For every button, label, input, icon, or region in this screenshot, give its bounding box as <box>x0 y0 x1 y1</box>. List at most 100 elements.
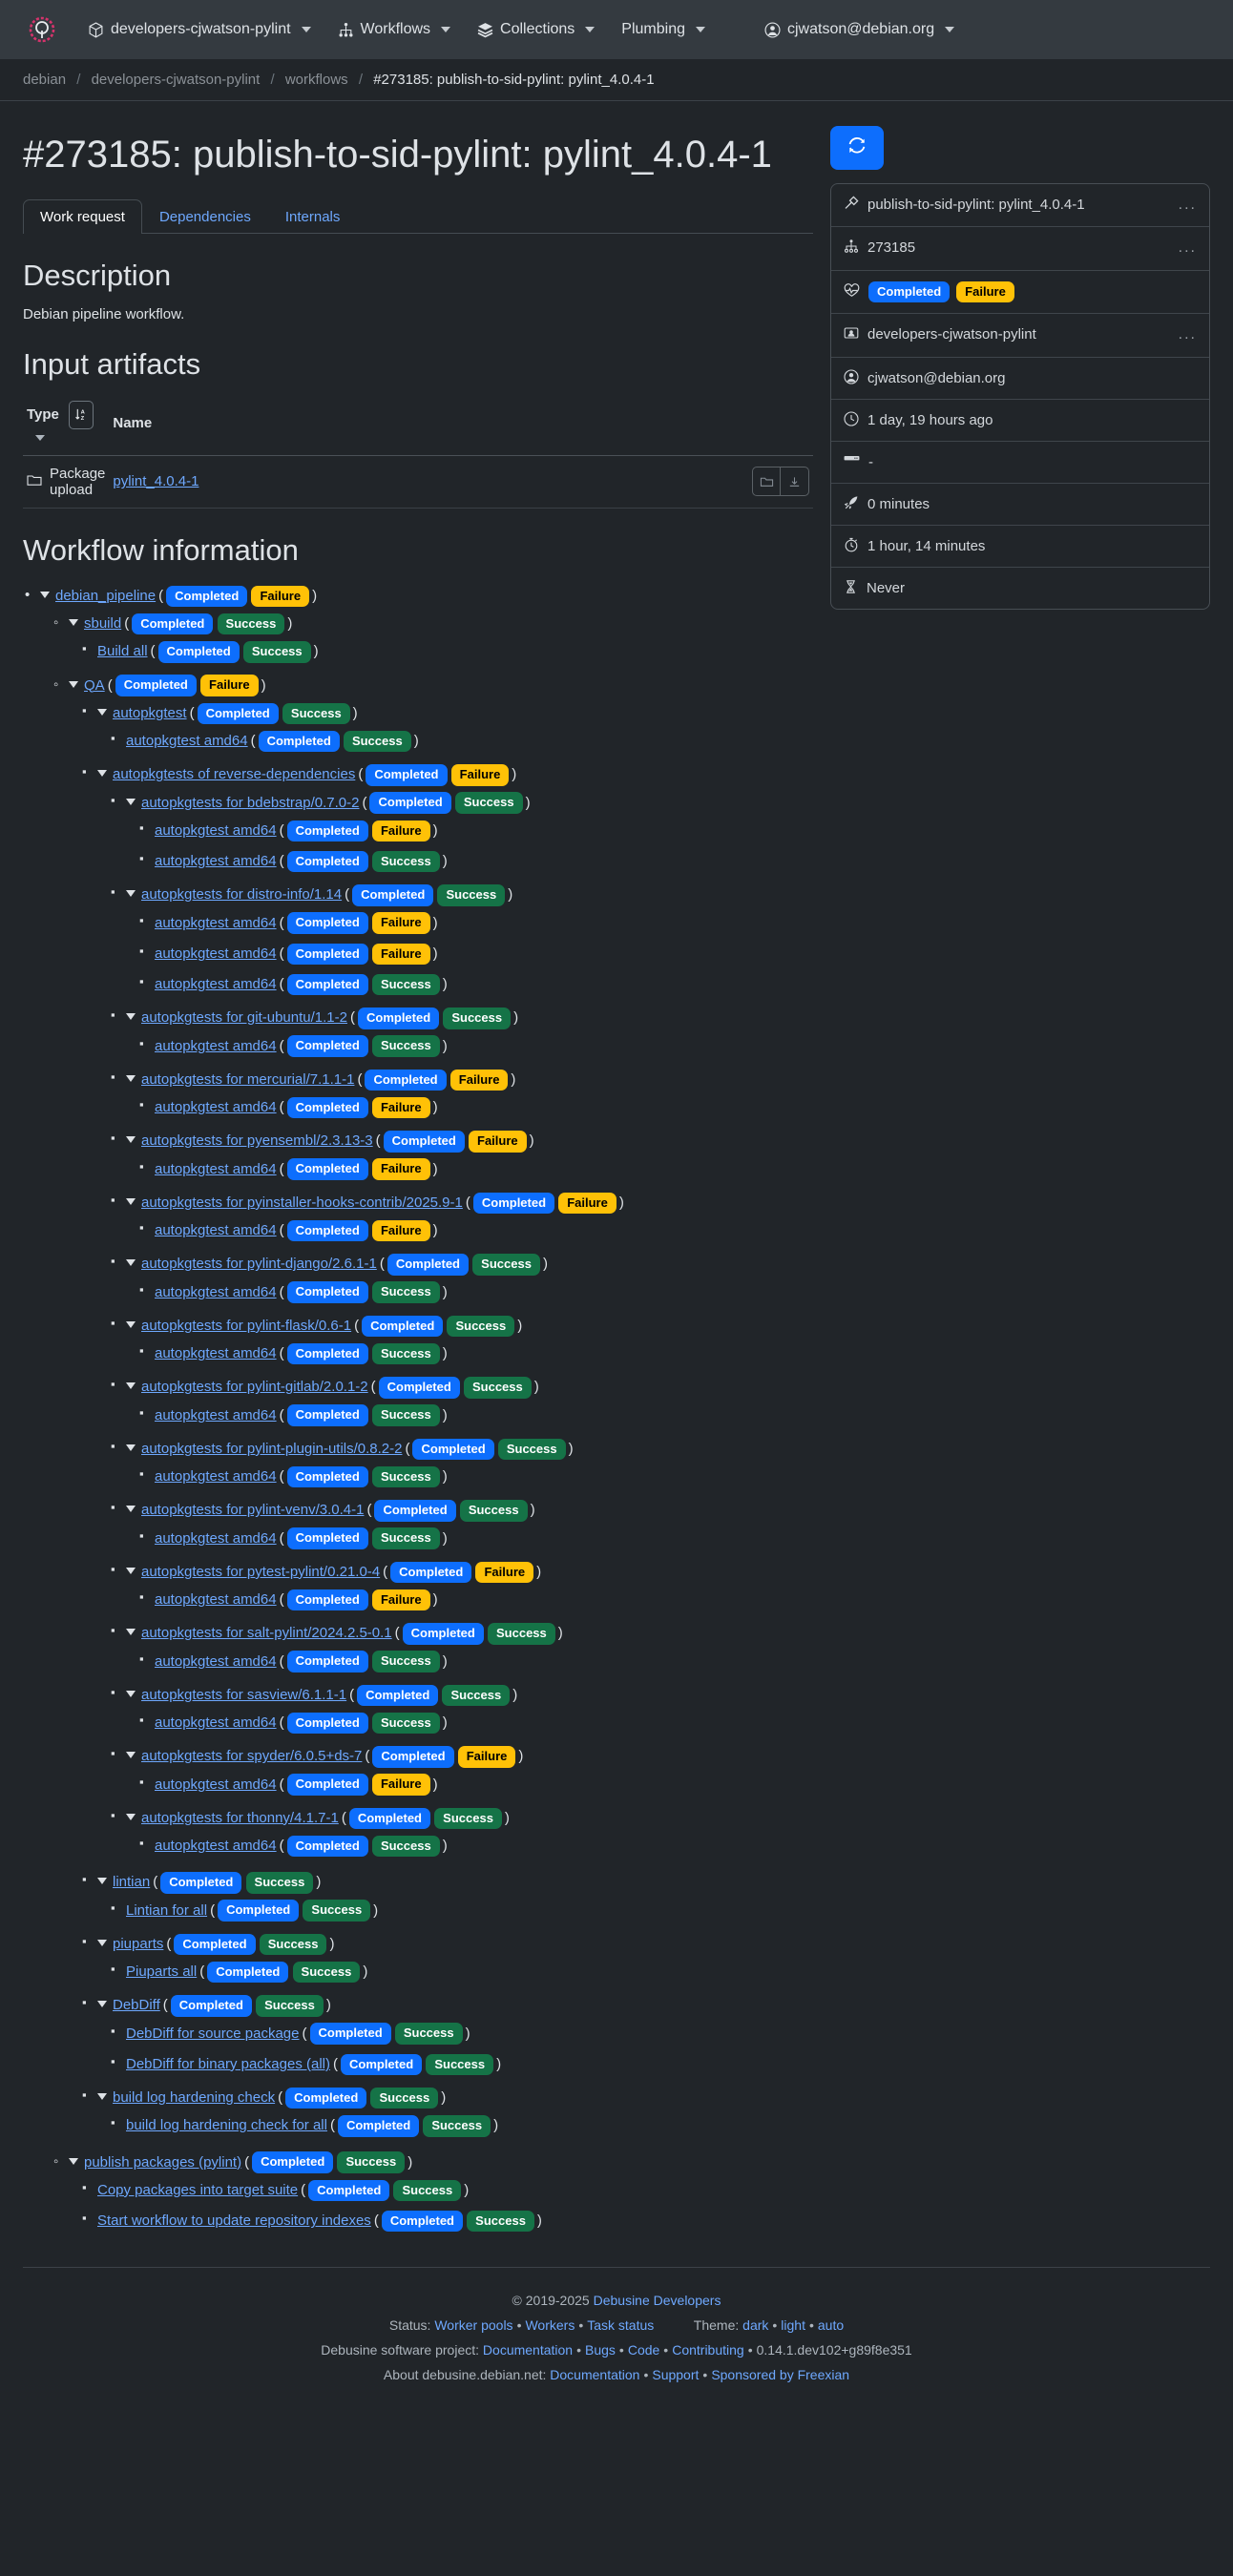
caret-down-icon[interactable] <box>97 2001 107 2008</box>
caret-down-icon[interactable] <box>69 680 78 688</box>
tree-node-link[interactable]: autopkgtest amd64 <box>155 1222 277 1239</box>
tree-node-link[interactable]: Start workflow to update repository inde… <box>97 2212 371 2230</box>
caret-down-icon[interactable] <box>40 591 50 598</box>
footer-project-bugs[interactable]: Bugs <box>585 2342 616 2358</box>
tree-node-link[interactable]: piuparts <box>113 1935 164 1952</box>
breadcrumb-item-0[interactable]: debian <box>23 72 67 88</box>
nav-item-workspace[interactable]: developers-cjwatson-pylint <box>74 15 324 44</box>
tree-node-link[interactable]: debian_pipeline <box>55 587 157 604</box>
tree-node-link[interactable]: autopkgtest amd64 <box>155 1529 277 1547</box>
tab-dependencies[interactable]: Dependencies <box>158 208 251 225</box>
tree-node-link[interactable]: autopkgtest amd64 <box>155 1037 277 1054</box>
sort-alpha-down-icon[interactable]: A Z <box>69 400 94 429</box>
tree-node-link[interactable]: autopkgtest amd64 <box>155 1283 277 1300</box>
tree-node-link[interactable]: sbuild <box>84 615 122 633</box>
chevron-down-icon[interactable] <box>441 27 451 32</box>
tab-internals[interactable]: Internals <box>284 208 341 225</box>
tree-node-link[interactable]: autopkgtest amd64 <box>155 1099 277 1116</box>
caret-down-icon[interactable] <box>97 1878 107 1885</box>
tree-node-link[interactable]: DebDiff <box>113 1997 160 2014</box>
tree-node-link[interactable]: autopkgtest amd64 <box>155 1468 277 1485</box>
footer-theme-light[interactable]: light <box>781 2317 805 2334</box>
tree-node-link[interactable]: autopkgtests of reverse-dependencies <box>113 766 356 783</box>
footer-project-documentation[interactable]: Documentation <box>482 2342 574 2358</box>
tree-node-link[interactable]: lintian <box>113 1874 151 1891</box>
nav-item-plumbing[interactable]: Plumbing <box>608 15 719 44</box>
caret-down-icon[interactable] <box>69 619 78 627</box>
artifact-name-link[interactable]: pylint_4.0.4-1 <box>113 473 199 490</box>
tree-node-link[interactable]: autopkgtests for thonny/4.1.7-1 <box>141 1809 339 1826</box>
tree-node-link[interactable]: autopkgtest amd64 <box>155 853 277 870</box>
tree-node-link[interactable]: autopkgtest amd64 <box>155 1838 277 1855</box>
caret-down-icon[interactable] <box>126 798 136 805</box>
tree-node-link[interactable]: autopkgtest amd64 <box>155 1714 277 1732</box>
chevron-down-icon[interactable] <box>945 27 955 32</box>
tree-node-link[interactable]: autopkgtests for pylint-plugin-utils/0.8… <box>141 1440 403 1457</box>
nav-item-collections[interactable]: Collections <box>464 15 608 44</box>
caret-down-icon[interactable] <box>126 1382 136 1390</box>
footer-project-code[interactable]: Code <box>627 2342 660 2358</box>
tree-node-link[interactable]: autopkgtests for bdebstrap/0.7.0-2 <box>141 794 360 811</box>
tree-node-link[interactable]: DebDiff for binary packages (all) <box>126 2055 330 2072</box>
footer-link-worker-pools[interactable]: Worker pools <box>434 2317 513 2334</box>
caret-down-icon[interactable] <box>126 1690 136 1697</box>
tree-node-link[interactable]: autopkgtests for mercurial/7.1.1-1 <box>141 1070 355 1088</box>
tree-node-link[interactable]: autopkgtest amd64 <box>155 976 277 993</box>
tree-node-link[interactable]: autopkgtest amd64 <box>155 914 277 931</box>
tree-node-link[interactable]: Copy packages into target suite <box>97 2181 299 2198</box>
tree-node-link[interactable]: autopkgtest amd64 <box>155 945 277 962</box>
footer-copyright-link[interactable]: Debusine Developers <box>593 2293 721 2309</box>
footer-about-documentation[interactable]: Documentation <box>550 2366 640 2382</box>
footer-theme-auto[interactable]: auto <box>817 2317 845 2334</box>
footer-about-support[interactable]: Support <box>652 2366 700 2382</box>
download-icon[interactable] <box>781 467 809 497</box>
overflow-menu-icon[interactable]: ... <box>1178 326 1197 343</box>
tree-node-link[interactable]: autopkgtests for spyder/6.0.5+ds-7 <box>141 1748 363 1765</box>
breadcrumb-item-2[interactable]: workflows <box>284 72 348 88</box>
overflow-menu-icon[interactable]: ... <box>1178 239 1197 257</box>
tree-node-link[interactable]: autopkgtest amd64 <box>155 1776 277 1793</box>
caret-down-icon[interactable] <box>126 890 136 898</box>
tree-node-link[interactable]: autopkgtests for pyinstaller-hooks-contr… <box>141 1194 463 1211</box>
debusine-logo-icon[interactable] <box>23 10 61 49</box>
tree-node-link[interactable]: autopkgtests for pylint-django/2.6.1-1 <box>141 1256 377 1273</box>
tree-node-link[interactable]: autopkgtests for pylint-gitlab/2.0.1-2 <box>141 1379 368 1396</box>
caret-down-icon[interactable] <box>126 1813 136 1820</box>
chevron-down-icon[interactable] <box>585 27 596 32</box>
footer-theme-dark[interactable]: dark <box>742 2317 769 2334</box>
caret-down-icon[interactable] <box>97 2093 107 2101</box>
tree-node-link[interactable]: autopkgtest amd64 <box>155 1345 277 1362</box>
chevron-down-icon[interactable] <box>301 27 311 32</box>
footer-project-contributing[interactable]: Contributing <box>672 2342 744 2358</box>
tree-node-link[interactable]: DebDiff for source package <box>126 2025 300 2042</box>
caret-down-icon[interactable] <box>126 1136 136 1144</box>
caret-down-icon[interactable] <box>69 2157 78 2165</box>
tree-node-link[interactable]: autopkgtest <box>113 704 187 721</box>
sort-dropdown-caret-icon[interactable] <box>35 434 45 441</box>
refresh-button[interactable] <box>830 126 884 170</box>
tree-node-link[interactable]: autopkgtest amd64 <box>155 1406 277 1423</box>
tree-node-link[interactable]: autopkgtest amd64 <box>155 821 277 839</box>
caret-down-icon[interactable] <box>126 1259 136 1267</box>
caret-down-icon[interactable] <box>126 1629 136 1636</box>
tree-node-link[interactable]: autopkgtest amd64 <box>126 733 248 750</box>
caret-down-icon[interactable] <box>126 1567 136 1574</box>
tree-node-link[interactable]: autopkgtests for pyensembl/2.3.13-3 <box>141 1132 373 1150</box>
footer-link-task-status[interactable]: Task status <box>587 2317 655 2334</box>
chevron-down-icon[interactable] <box>696 27 705 32</box>
tree-node-link[interactable]: autopkgtests for pytest-pylint/0.21.0-4 <box>141 1563 381 1580</box>
caret-down-icon[interactable] <box>126 1074 136 1082</box>
caret-down-icon[interactable] <box>97 1939 107 1946</box>
tree-node-link[interactable]: autopkgtests for pylint-venv/3.0.4-1 <box>141 1502 365 1519</box>
footer-link-workers[interactable]: Workers <box>525 2317 575 2334</box>
footer-about-sponsor[interactable]: Sponsored by Freexian <box>711 2366 850 2382</box>
tree-node-link[interactable]: autopkgtests for salt-pylint/2024.2.5-0.… <box>141 1625 392 1642</box>
tree-node-link[interactable]: Lintian for all <box>126 1901 208 1919</box>
tree-node-link[interactable]: autopkgtest amd64 <box>155 1160 277 1177</box>
tree-node-link[interactable]: publish packages (pylint) <box>84 2153 242 2171</box>
tree-node-link[interactable]: Build all <box>97 643 148 660</box>
tree-node-link[interactable]: autopkgtests for distro-info/1.14 <box>141 886 343 904</box>
tree-node-link[interactable]: autopkgtests for pylint-flask/0.6-1 <box>141 1317 352 1334</box>
tree-node-link[interactable]: Piuparts all <box>126 1963 198 1981</box>
tree-node-link[interactable]: build log hardening check for all <box>126 2117 327 2134</box>
